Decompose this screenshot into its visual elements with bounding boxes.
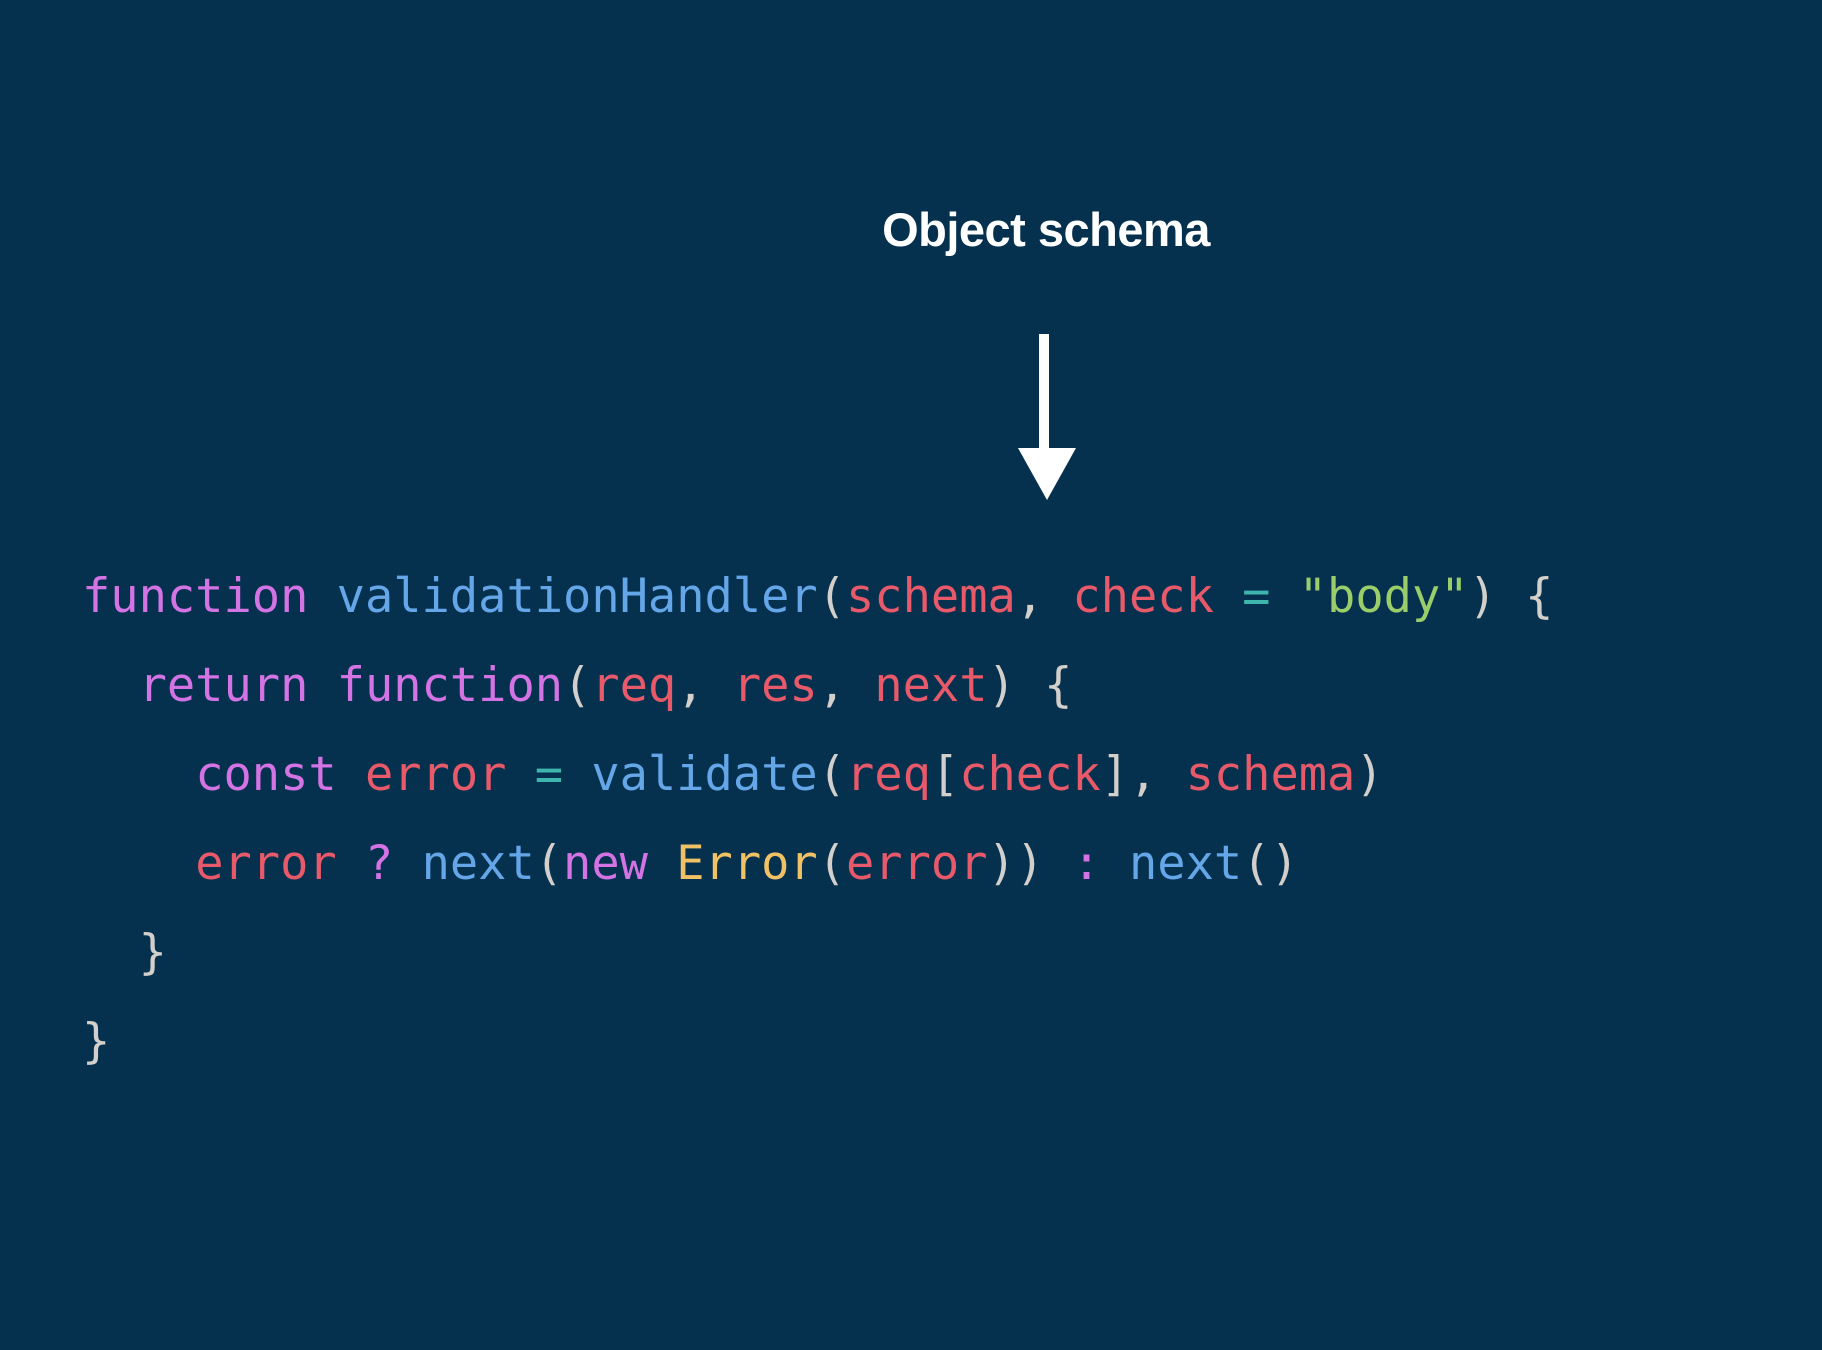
code-token-punctuation: )) <box>987 836 1045 891</box>
code-token-plain <box>1044 836 1072 891</box>
code-token-parameter: req <box>846 747 931 802</box>
code-token-plain <box>1270 569 1298 624</box>
code-token-punctuation: ] <box>1100 747 1129 802</box>
code-token-parameter: res <box>732 658 818 713</box>
code-token-punctuation: ( <box>563 658 592 713</box>
code-token-keyword: : <box>1072 836 1101 891</box>
annotation-label: Object schema <box>882 203 1210 256</box>
code-token-parameter: error <box>195 836 337 891</box>
code-token-punctuation: } <box>138 925 167 980</box>
code-token-string: "body" <box>1298 569 1469 624</box>
code-token-operator: = <box>1242 569 1271 624</box>
code-token-plain <box>337 836 365 891</box>
code-indent <box>82 836 195 891</box>
code-token-punctuation: , <box>817 658 875 713</box>
code-line: error ? next(new Error(error)) : next() <box>82 819 1782 908</box>
code-token-class: Error <box>676 836 818 891</box>
code-line: return function(req, res, next) { <box>82 641 1782 730</box>
arrow-down-icon <box>1018 334 1076 500</box>
code-token-punctuation: ) <box>1468 569 1497 624</box>
code-token-plain <box>337 747 365 802</box>
code-line: } <box>82 997 1782 1086</box>
code-token-keyword: return <box>138 658 309 713</box>
code-token-punctuation: , <box>1128 747 1186 802</box>
code-token-punctuation: ( <box>817 747 847 802</box>
code-token-parameter: req <box>591 658 677 713</box>
code-token-plain <box>308 658 336 713</box>
code-token-keyword: new <box>563 836 648 891</box>
code-token-parameter: error <box>846 836 988 891</box>
code-token-plain <box>506 747 534 802</box>
code-token-punctuation: ( <box>817 836 847 891</box>
code-token-parameter: error <box>364 747 507 802</box>
code-indent <box>82 658 139 713</box>
code-token-punctuation: { <box>1525 569 1554 624</box>
annotation-group: Object schema <box>0 0 1822 520</box>
code-token-punctuation: () <box>1242 836 1299 891</box>
code-token-keyword: ? <box>364 836 394 891</box>
code-indent <box>82 747 195 802</box>
code-token-parameter: next <box>874 658 988 713</box>
code-token-punctuation: ) <box>987 658 1016 713</box>
code-token-punctuation: ( <box>817 569 847 624</box>
code-token-punctuation: ) <box>1355 747 1384 802</box>
code-token-plain <box>1497 569 1525 624</box>
code-token-plain <box>1016 658 1044 713</box>
code-token-punctuation: , <box>676 658 733 713</box>
code-token-plain <box>563 747 591 802</box>
code-token-function: validate <box>591 747 818 802</box>
code-token-keyword: const <box>195 747 337 802</box>
code-line: function validationHandler(schema, check… <box>82 552 1782 641</box>
code-token-operator: = <box>534 747 564 802</box>
code-token-plain <box>1101 836 1129 891</box>
code-block: function validationHandler(schema, check… <box>82 552 1782 1086</box>
code-token-parameter: check <box>959 747 1101 802</box>
code-indent <box>82 925 139 980</box>
code-token-punctuation: } <box>82 1014 111 1069</box>
code-token-plain <box>393 836 421 891</box>
code-token-parameter: schema <box>846 569 1016 624</box>
code-token-keyword: function <box>336 658 564 713</box>
code-token-function: validationHandler <box>336 569 818 624</box>
code-token-parameter: check <box>1072 569 1214 624</box>
code-line: } <box>82 908 1782 997</box>
code-token-plain <box>1214 569 1242 624</box>
code-line: const error = validate(req[check], schem… <box>82 730 1782 819</box>
code-token-keyword: function <box>82 569 309 624</box>
code-token-function: next <box>421 836 535 891</box>
code-token-function: next <box>1128 836 1243 891</box>
code-token-punctuation: { <box>1044 658 1073 713</box>
code-token-parameter: schema <box>1185 747 1356 802</box>
code-token-plain <box>648 836 676 891</box>
code-token-punctuation: [ <box>930 747 960 802</box>
code-token-punctuation: ( <box>534 836 564 891</box>
code-token-punctuation: , <box>1015 569 1073 624</box>
code-token-plain <box>308 569 336 624</box>
